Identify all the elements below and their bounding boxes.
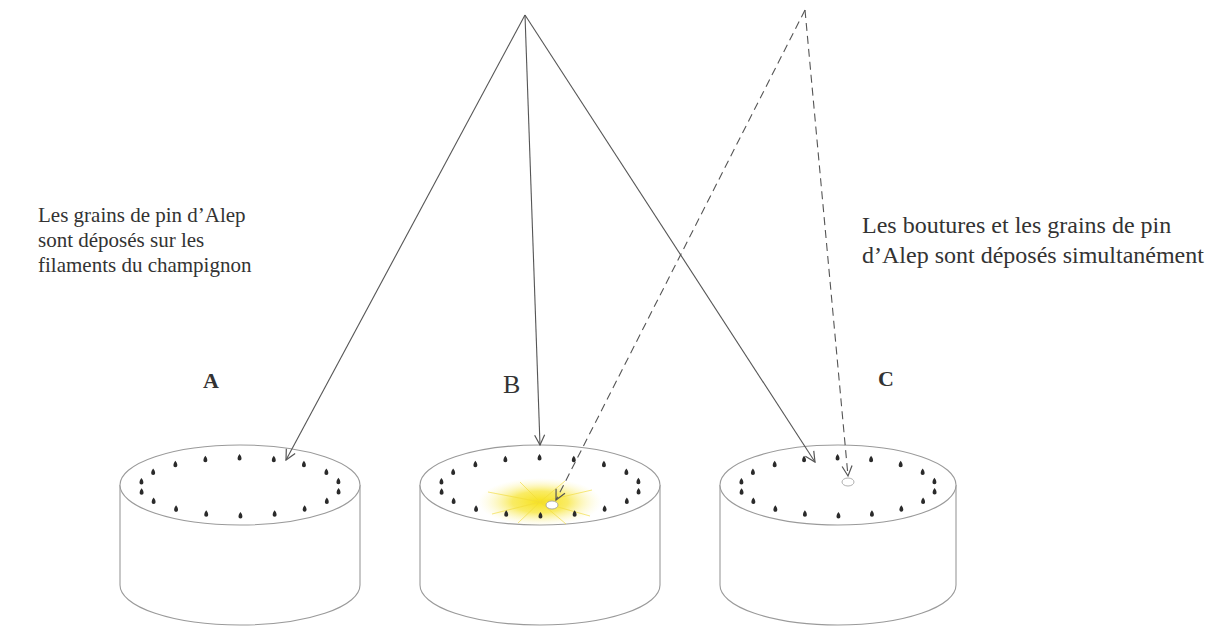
pine-seed bbox=[204, 510, 208, 517]
label-text: Les boutures et les grains de pin d’Alep… bbox=[862, 210, 1207, 270]
description-text: Les boutures et les grains de pin d’Alep… bbox=[862, 210, 1207, 270]
dish-top bbox=[120, 445, 360, 525]
label-text: B bbox=[503, 370, 520, 400]
dish-b bbox=[420, 445, 660, 625]
dish-top bbox=[420, 445, 660, 525]
pine-seed bbox=[637, 488, 641, 495]
pine-seed bbox=[751, 498, 755, 505]
cutting-hole bbox=[546, 501, 558, 509]
pine-seed bbox=[538, 454, 542, 461]
pine-seed bbox=[869, 456, 873, 463]
pine-seed bbox=[174, 505, 178, 512]
pine-seed bbox=[921, 468, 925, 475]
pine-seed bbox=[302, 461, 306, 468]
pine-seed bbox=[337, 488, 341, 495]
cutting-hole bbox=[842, 478, 854, 486]
pine-seed bbox=[802, 456, 806, 463]
pine-seed bbox=[239, 512, 243, 519]
pine-seed bbox=[836, 512, 840, 519]
pine-seed bbox=[773, 505, 777, 512]
pine-seed bbox=[870, 510, 874, 517]
pine-seed bbox=[451, 469, 455, 476]
dish-letter: A bbox=[203, 368, 219, 394]
pine-seed bbox=[503, 456, 507, 463]
label-text: Les grains de pin d’Alep sont déposés su… bbox=[38, 203, 273, 278]
dish-c bbox=[720, 445, 956, 625]
pine-seed bbox=[740, 488, 744, 495]
pine-seed bbox=[751, 469, 755, 476]
pine-seed bbox=[473, 461, 477, 468]
pine-seed bbox=[440, 488, 444, 495]
pine-seed bbox=[324, 468, 328, 475]
pine-seed bbox=[272, 456, 276, 463]
pine-seed bbox=[203, 456, 207, 463]
dashed-pointer-line bbox=[805, 10, 848, 476]
label-text: A bbox=[203, 368, 219, 394]
pine-seed bbox=[325, 497, 329, 504]
pine-seed bbox=[140, 488, 144, 495]
pine-seed bbox=[899, 505, 903, 512]
pine-seed bbox=[602, 461, 606, 468]
pine-seed bbox=[773, 461, 777, 468]
pine-seed bbox=[921, 497, 925, 504]
pine-seed bbox=[336, 478, 340, 485]
fungus-filaments bbox=[488, 481, 592, 524]
pine-seed bbox=[139, 478, 143, 485]
pine-seed bbox=[303, 505, 307, 512]
pine-seed bbox=[625, 497, 629, 504]
pine-seed bbox=[539, 512, 543, 519]
pine-seed bbox=[173, 461, 177, 468]
pine-seed bbox=[624, 468, 628, 475]
pine-seed bbox=[933, 488, 937, 495]
pointer-line bbox=[286, 15, 525, 460]
pine-seed bbox=[474, 505, 478, 512]
pine-seed bbox=[932, 478, 936, 485]
label-text: C bbox=[878, 366, 894, 392]
pine-seed bbox=[452, 498, 456, 505]
seed-rings bbox=[139, 454, 936, 518]
description-text: Les grains de pin d’Alep sont déposés su… bbox=[38, 203, 273, 278]
pine-seed bbox=[573, 510, 577, 517]
pine-seed bbox=[603, 505, 607, 512]
pine-seed bbox=[803, 510, 807, 517]
dashed-pointer-line bbox=[556, 10, 805, 500]
pine-seed bbox=[836, 454, 840, 461]
pine-seed bbox=[152, 498, 156, 505]
pine-seed bbox=[899, 461, 903, 468]
pine-seed bbox=[273, 510, 277, 517]
dish-letter: B bbox=[503, 370, 520, 400]
pine-seed bbox=[238, 454, 242, 461]
pine-seed bbox=[439, 478, 443, 485]
dish-a bbox=[120, 445, 360, 625]
pointer-lines bbox=[286, 10, 848, 500]
pointer-line bbox=[525, 15, 815, 462]
dish-top bbox=[720, 445, 956, 525]
pine-seed bbox=[572, 456, 576, 463]
pine-seed bbox=[739, 478, 743, 485]
fungus-mycelium bbox=[478, 478, 602, 526]
pine-seed bbox=[636, 478, 640, 485]
dish-letter: C bbox=[878, 366, 894, 392]
pine-seed bbox=[504, 510, 508, 517]
pointer-line bbox=[525, 15, 540, 445]
pine-seed bbox=[151, 469, 155, 476]
